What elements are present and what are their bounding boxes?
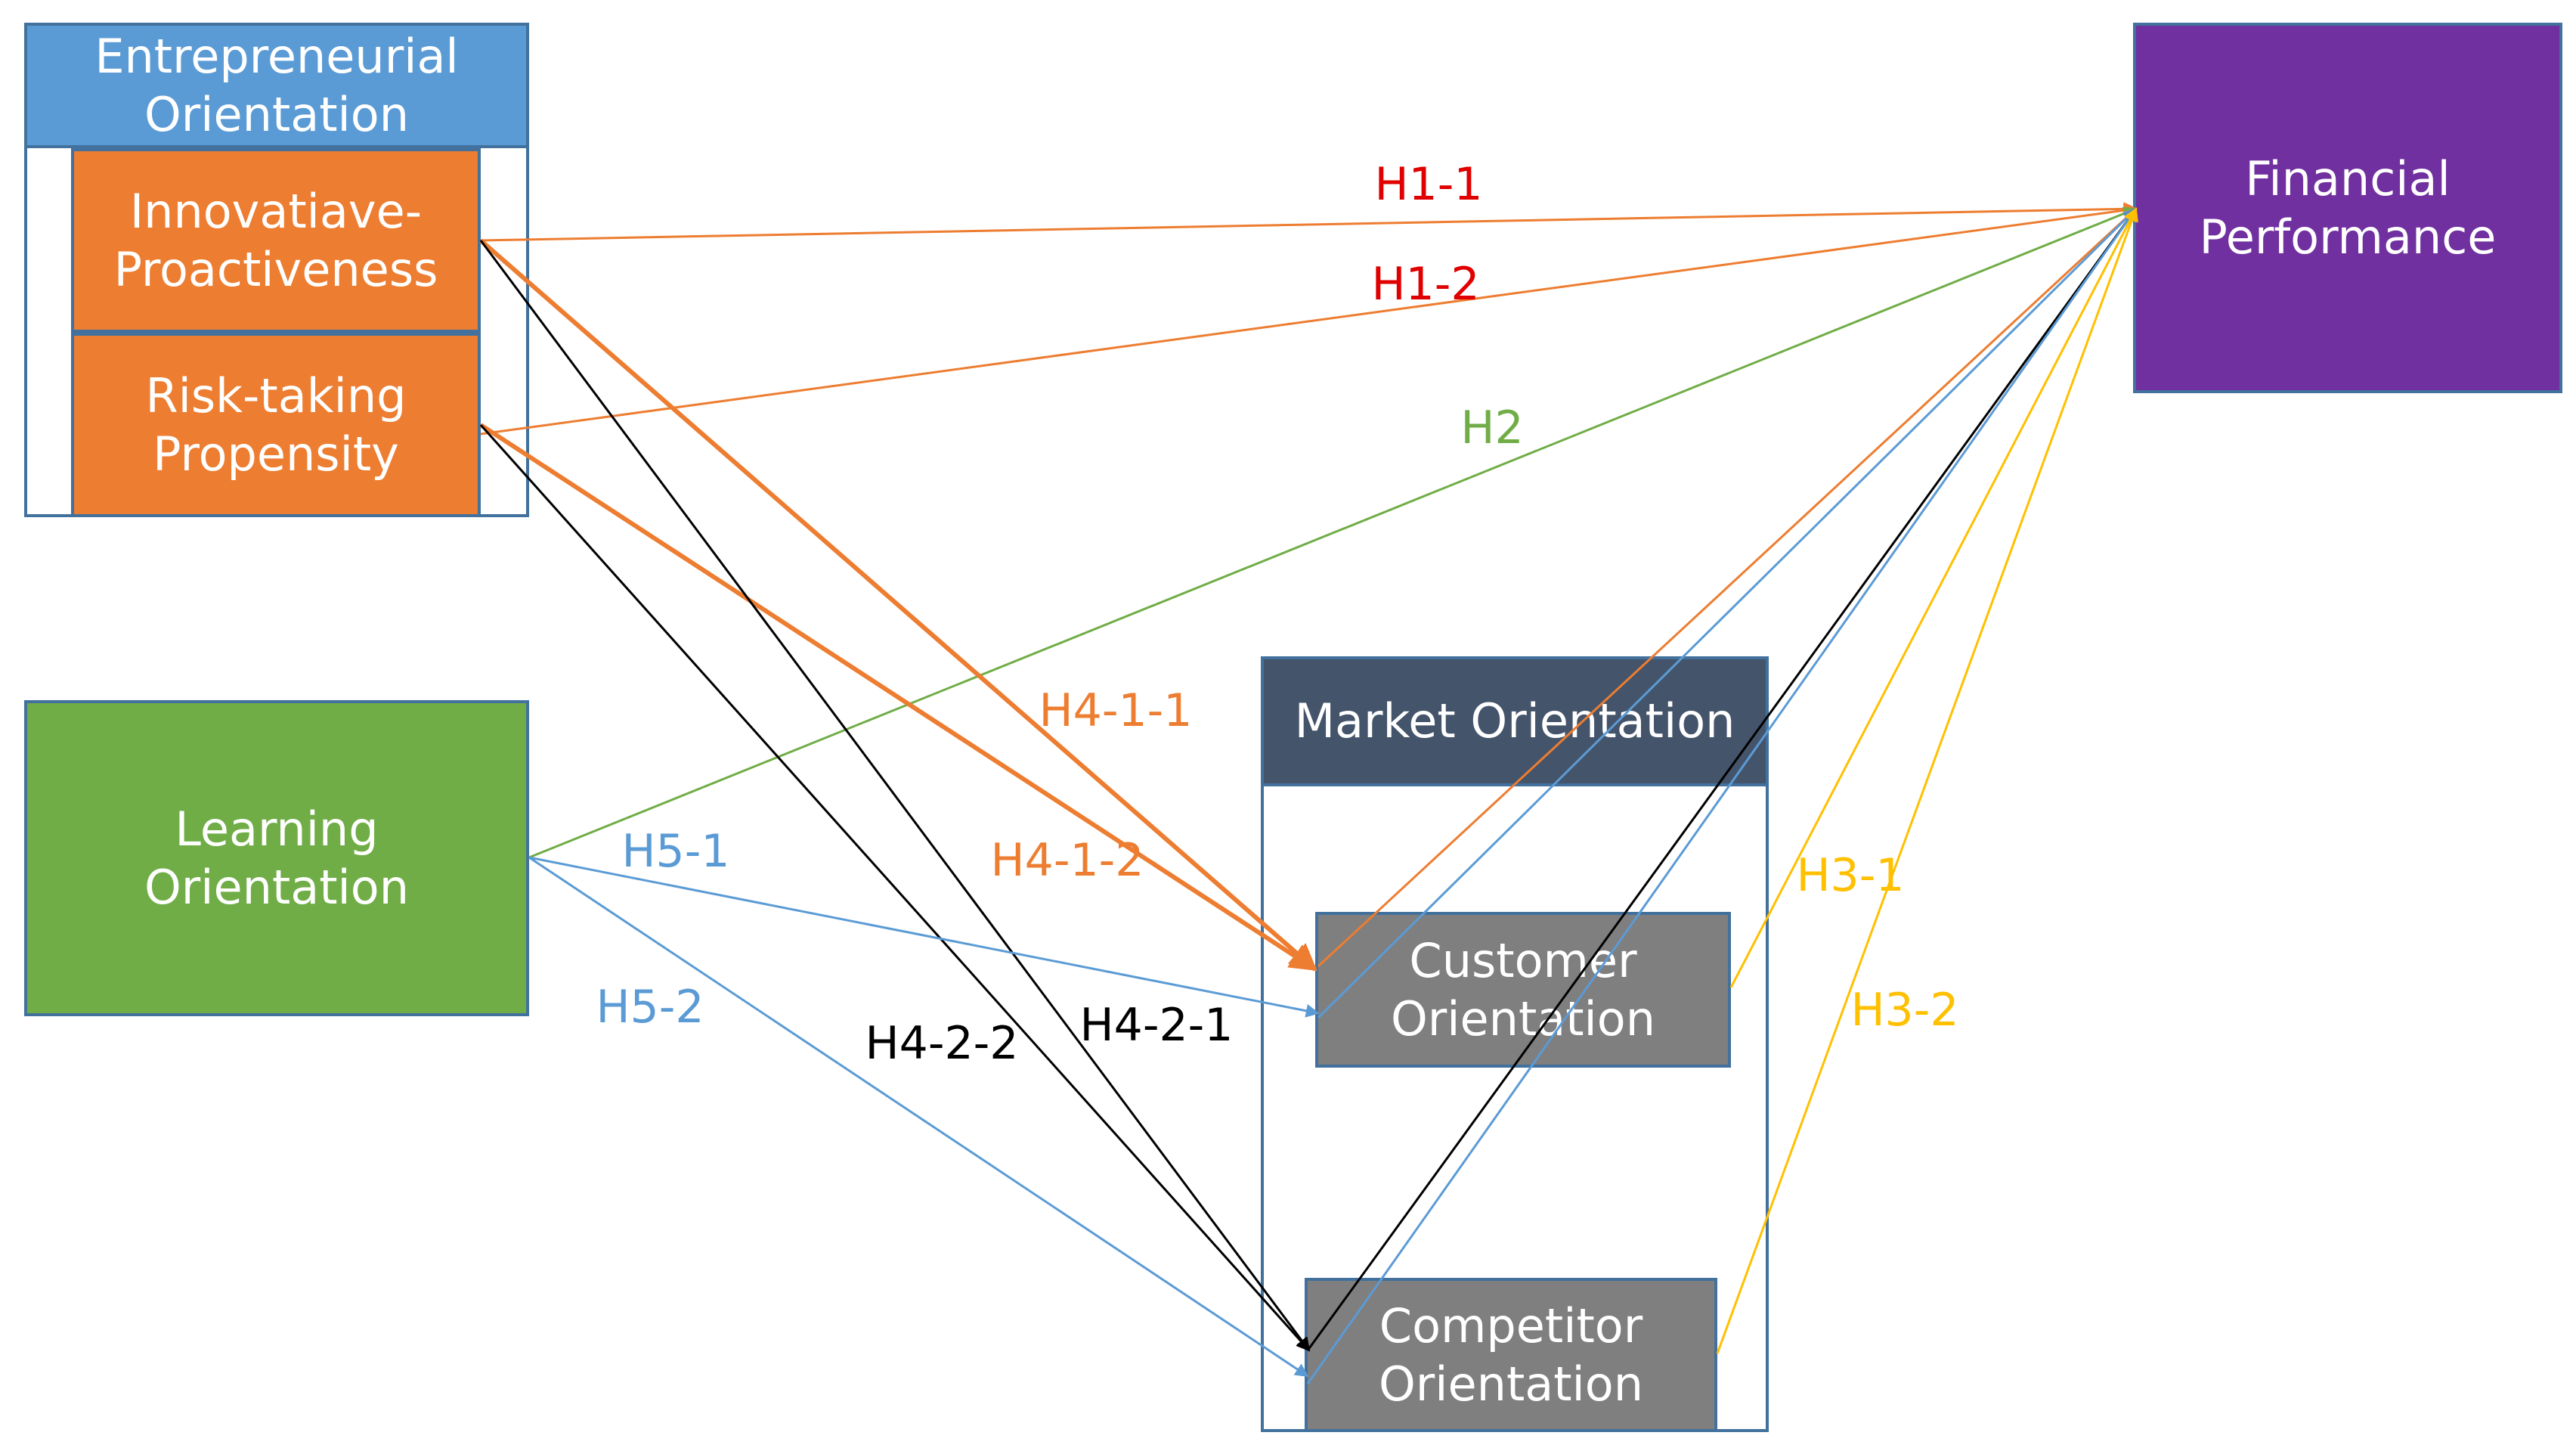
arrow-competitor-financial-blue bbox=[1306, 207, 2138, 1384]
label-h5-2: H5-2 bbox=[596, 981, 704, 1034]
arrow-h3-1 bbox=[1729, 207, 2138, 988]
risk-taking-propensity-box: Risk-taking Propensity bbox=[71, 333, 481, 517]
customer-orientation-box: Customer Orientation bbox=[1315, 912, 1731, 1068]
label-h1-2: H1-2 bbox=[1371, 258, 1480, 311]
customer-line2: Orientation bbox=[1390, 991, 1656, 1046]
label-h4-2-1: H4-2-1 bbox=[1079, 999, 1234, 1052]
competitor-line1: Competitor bbox=[1379, 1298, 1643, 1353]
arrow-h1-1 bbox=[480, 202, 2138, 242]
label-h2: H2 bbox=[1460, 402, 1524, 454]
label-h3-1: H3-1 bbox=[1796, 849, 1905, 902]
financial-line2: Performance bbox=[2199, 209, 2497, 265]
label-h3-2: H3-2 bbox=[1850, 984, 1959, 1037]
arrow-customer-financial-orange bbox=[1317, 207, 2138, 968]
arrow-h1-2 bbox=[480, 203, 2138, 436]
entrepreneurial-orientation-header: Entrepreneurial Orientation bbox=[24, 23, 529, 148]
label-h1-1: H1-1 bbox=[1374, 158, 1483, 211]
financial-line1: Financial bbox=[2245, 150, 2451, 206]
customer-line1: Customer bbox=[1409, 932, 1637, 988]
label-h4-1-1: H4-1-1 bbox=[1039, 684, 1193, 737]
arrow-h5-1 bbox=[528, 856, 1320, 1018]
label-h4-1-2: H4-1-2 bbox=[990, 834, 1144, 887]
arrow-h4-2-2 bbox=[479, 423, 1311, 1352]
learning-line2: Orientation bbox=[144, 860, 410, 915]
label-h5-1: H5-1 bbox=[621, 825, 730, 878]
financial-performance-box: Financial Performance bbox=[2133, 23, 2562, 393]
competitor-line2: Orientation bbox=[1378, 1356, 1644, 1412]
innovative-line2: Proactiveness bbox=[113, 242, 438, 297]
risk-line1: Risk-taking bbox=[145, 367, 407, 423]
arrow-customer-financial-blue bbox=[1317, 207, 2138, 1019]
innovative-proactiveness-box: Innovatiave- Proactiveness bbox=[71, 148, 481, 333]
arrow-h4-2-1 bbox=[479, 240, 1311, 1352]
risk-line2: Propensity bbox=[153, 426, 399, 482]
competitor-orientation-box: Competitor Orientation bbox=[1305, 1278, 1717, 1432]
arrow-h3-2 bbox=[1716, 207, 2138, 1354]
eo-title-line1: Entrepreneurial bbox=[94, 28, 459, 84]
market-orientation-header: Market Orientation bbox=[1261, 656, 1769, 786]
learning-line1: Learning bbox=[175, 801, 379, 857]
innovative-line1: Innovatiave- bbox=[129, 183, 423, 239]
eo-title-line2: Orientation bbox=[144, 87, 410, 142]
market-orientation-title: Market Orientation bbox=[1294, 693, 1735, 749]
label-h4-2-2: H4-2-2 bbox=[865, 1017, 1019, 1070]
arrow-competitor-financial-black bbox=[1306, 207, 2138, 1351]
arrow-h5-2 bbox=[528, 856, 1309, 1378]
arrow-h4-1-2 bbox=[479, 423, 1318, 972]
learning-orientation-box: Learning Orientation bbox=[24, 700, 529, 1016]
arrow-h2 bbox=[528, 206, 2138, 859]
arrow-h4-1-1 bbox=[479, 238, 1317, 972]
